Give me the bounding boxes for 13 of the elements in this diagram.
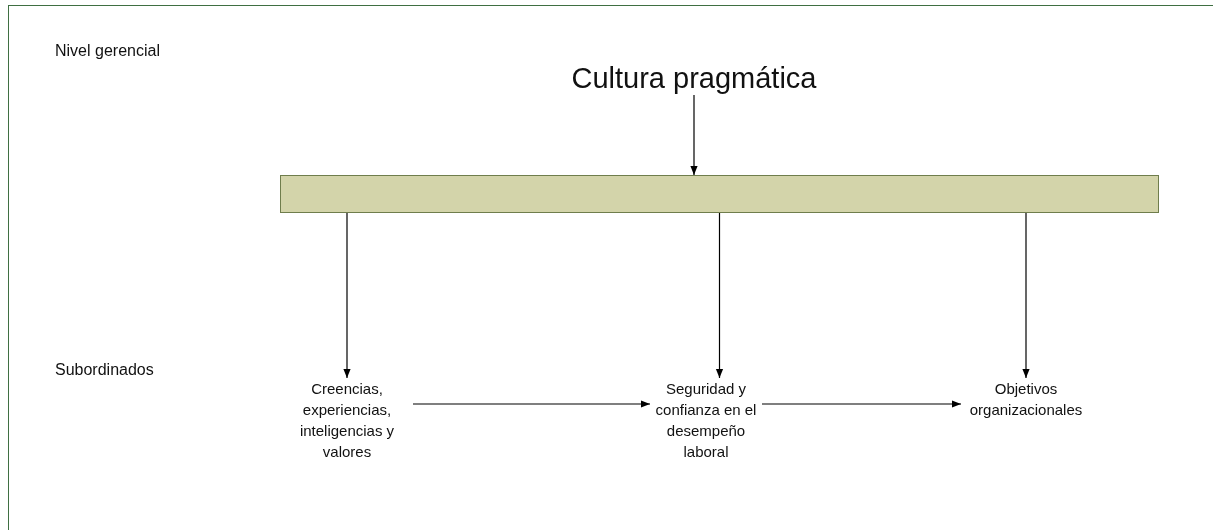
level-label: Nivel gerencial xyxy=(55,42,160,60)
arrow xyxy=(343,212,351,379)
arrow xyxy=(761,400,962,408)
arrow xyxy=(690,94,698,176)
node-text: Creencias, experiencias, inteligencias y valores xyxy=(281,378,413,462)
arrow xyxy=(715,212,724,379)
arrow xyxy=(1022,212,1030,379)
node-text: Objetivos organizacionales xyxy=(961,378,1091,420)
title-text: Cultura pragmática xyxy=(569,61,819,95)
node-text: Seguridad y confianza en el desempeño laboral xyxy=(650,378,762,462)
level-label: Subordinados xyxy=(55,361,154,379)
band-bar xyxy=(280,175,1159,213)
arrow xyxy=(412,400,651,408)
